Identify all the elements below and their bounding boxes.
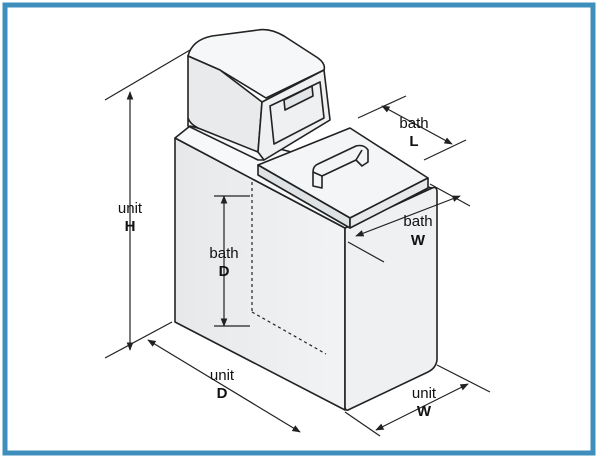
control-head [187, 28, 331, 161]
label-bath-width: bath W [403, 213, 432, 249]
label-unit-height: unit H [118, 200, 143, 235]
label-unit-depth: unit D [210, 367, 235, 402]
unit-depth-label-line1: unit [210, 367, 235, 384]
bath-width-label-line2: W [411, 232, 426, 249]
unit-width-label-line2: W [417, 403, 432, 420]
unit-height-label-line2: H [125, 218, 136, 235]
bath-depth-label-line1: bath [209, 245, 238, 262]
dimension-lines [104, 49, 491, 437]
bath-length-label-line2: L [409, 133, 418, 150]
bath-depth-label-line2: D [219, 263, 230, 280]
unit-width-label-line1: unit [412, 385, 437, 402]
bath-length-label-line1: bath [399, 115, 428, 132]
unit-height-label-line1: unit [118, 200, 143, 217]
label-bath-length: bath L [399, 115, 428, 150]
outer-border [2, 2, 596, 456]
unit-depth-label-line2: D [217, 385, 228, 402]
bath-outline-dashed [251, 182, 327, 355]
label-unit-width: unit W [412, 385, 437, 420]
lid-handle [312, 144, 369, 189]
bath-width-label-line1: bath [403, 213, 432, 230]
label-bath-depth: bath D [209, 245, 238, 280]
